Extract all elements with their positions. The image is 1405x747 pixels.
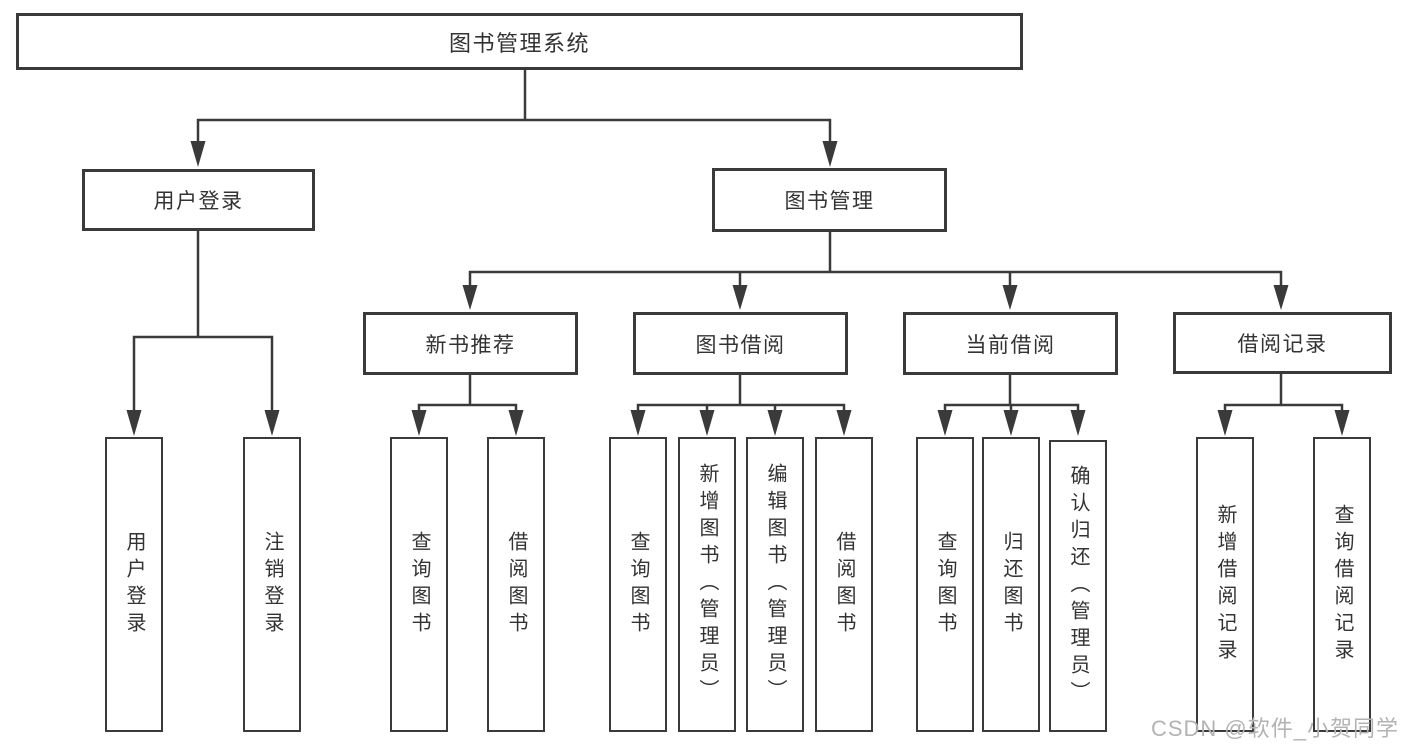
node-borrowing-records-label: 借阅记录 bbox=[1237, 333, 1328, 356]
leaf-borrow-books-recommend: 借阅图书 bbox=[487, 437, 545, 732]
leaf-query-books-current-label: 查询图书 bbox=[934, 530, 956, 639]
leaf-query-books-recommend: 查询图书 bbox=[390, 437, 448, 732]
node-user-login-label: 用户登录 bbox=[153, 190, 244, 213]
leaf-add-borrow-record-label: 新增借阅记录 bbox=[1214, 503, 1236, 666]
arrowhead-icon bbox=[411, 410, 427, 436]
node-current-borrowing-label: 当前借阅 bbox=[965, 333, 1056, 357]
connector-book-management bbox=[468, 232, 1283, 287]
arrowhead-icon bbox=[1003, 410, 1019, 436]
node-root: 图书管理系统 bbox=[16, 13, 1023, 70]
node-book-management: 图书管理 bbox=[712, 168, 947, 232]
leaf-add-borrow-record: 新增借阅记录 bbox=[1196, 437, 1254, 732]
leaf-edit-books-admin: 编辑图书（管理员） bbox=[746, 437, 804, 732]
arrowhead-icon bbox=[462, 285, 478, 310]
node-current-borrowing: 当前借阅 bbox=[903, 312, 1118, 375]
node-borrowing-records: 借阅记录 bbox=[1173, 312, 1392, 374]
node-user-login: 用户登录 bbox=[82, 169, 315, 231]
leaf-add-books-admin: 新增图书（管理员） bbox=[678, 437, 736, 732]
leaf-borrow-books-borrowing: 借阅图书 bbox=[815, 437, 873, 732]
leaf-edit-books-admin-label: 编辑图书（管理员） bbox=[764, 463, 786, 706]
arrowhead-icon bbox=[836, 410, 852, 436]
node-book-borrowing-label: 图书借阅 bbox=[695, 333, 786, 357]
leaf-borrow-books-recommend-label: 借阅图书 bbox=[505, 530, 527, 639]
node-book-borrowing: 图书借阅 bbox=[633, 312, 848, 375]
arrowhead-icon bbox=[732, 285, 748, 310]
connector-current-borrowing bbox=[943, 375, 1080, 412]
leaf-query-books-borrowing-label: 查询图书 bbox=[627, 530, 649, 639]
node-new-book-recommend-label: 新书推荐 bbox=[425, 333, 516, 357]
leaf-query-books-borrowing: 查询图书 bbox=[609, 437, 667, 732]
arrowhead-icon bbox=[508, 410, 524, 436]
connector-user-login bbox=[132, 231, 274, 412]
leaf-query-books-recommend-label: 查询图书 bbox=[408, 530, 430, 639]
arrowhead-icon bbox=[1217, 410, 1233, 436]
arrowhead-icon bbox=[699, 410, 715, 436]
node-book-management-label: 图书管理 bbox=[784, 190, 875, 213]
arrowhead-icon bbox=[264, 410, 280, 436]
node-new-book-recommend: 新书推荐 bbox=[363, 312, 578, 375]
watermark: CSDN @软件_小贺同学 bbox=[1150, 716, 1399, 741]
connector-new-book-recommend bbox=[417, 375, 518, 412]
leaf-user-login-label: 用户登录 bbox=[123, 530, 145, 639]
arrowhead-icon bbox=[190, 141, 206, 167]
leaf-return-books: 归还图书 bbox=[982, 437, 1040, 732]
leaf-logout: 注销登录 bbox=[243, 437, 301, 732]
arrowhead-icon bbox=[767, 410, 783, 436]
connector-book-borrowing bbox=[636, 375, 846, 412]
arrowhead-icon bbox=[630, 410, 646, 436]
arrowhead-icon bbox=[1273, 285, 1289, 310]
arrowhead-icon bbox=[1070, 410, 1086, 436]
connector-root bbox=[196, 69, 832, 143]
arrowhead-icon bbox=[1334, 410, 1350, 436]
leaf-borrow-books-borrowing-label: 借阅图书 bbox=[833, 530, 855, 639]
leaf-query-borrow-record: 查询借阅记录 bbox=[1313, 437, 1371, 732]
leaf-user-login: 用户登录 bbox=[105, 437, 163, 732]
connector-borrowing-records bbox=[1223, 374, 1344, 412]
leaf-query-books-current: 查询图书 bbox=[916, 437, 974, 732]
arrowhead-icon bbox=[126, 410, 142, 436]
leaf-logout-label: 注销登录 bbox=[261, 530, 283, 639]
arrowhead-icon bbox=[1002, 285, 1018, 310]
arrowhead-icon bbox=[937, 410, 953, 436]
leaf-query-borrow-record-label: 查询借阅记录 bbox=[1331, 503, 1353, 666]
leaf-return-books-label: 归还图书 bbox=[1000, 530, 1022, 639]
leaf-confirm-return-admin-label: 确认归还（管理员） bbox=[1067, 464, 1089, 708]
node-root-label: 图书管理系统 bbox=[448, 30, 590, 56]
leaf-add-books-admin-label: 新增图书（管理员） bbox=[696, 463, 718, 706]
arrowhead-icon bbox=[822, 141, 838, 167]
leaf-confirm-return-admin: 确认归还（管理员） bbox=[1049, 440, 1107, 732]
